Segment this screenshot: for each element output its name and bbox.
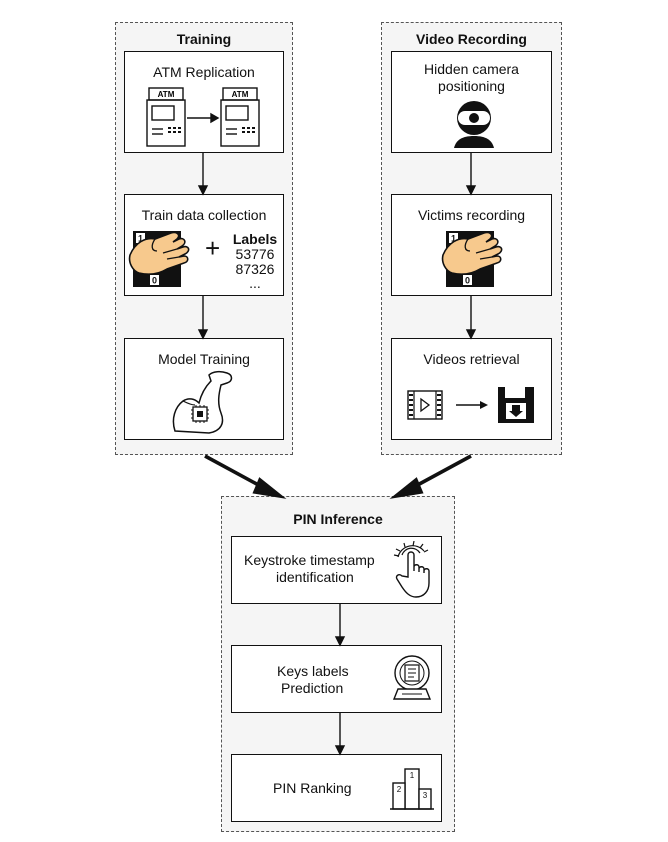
podium-icon: 1 2 3 [390,768,434,810]
key-one-text: 1 [451,234,456,244]
atm-sign-right: ATM [232,90,249,99]
podium-second: 2 [397,785,402,794]
victims-recording-step: Victims recording 1 0 [391,194,552,296]
arrowhead-training-to-pin [252,477,287,499]
model-training-step: Model Training [124,338,284,440]
victims-recording-label: Victims recording [417,207,526,223]
podium-third: 3 [423,791,428,800]
videos-retrieval-step: Videos retrieval [391,338,552,440]
training-group-title: Training [176,31,232,47]
flexed-arm-icon [172,370,233,434]
pin-inference-group-title: PIN Inference [293,511,383,527]
hidden-camera-step: Hidden camera positioning [391,51,552,153]
model-training-label: Model Training [158,351,250,367]
atm-replication-icon: ATM ATM [146,87,260,147]
hidden-camera-label-line2: positioning [438,78,505,94]
touch-finger-icon [393,541,430,598]
arrowhead-keys-labels-to-ranking [334,745,346,756]
keystroke-label-line2: identification [276,569,354,585]
keys-labels-label-line1: Keys labels [277,663,349,679]
label-ellipsis: ... [249,275,261,291]
key-zero-text: 0 [465,276,470,286]
webcam-icon [454,101,494,148]
labels-header: Labels [232,231,278,247]
keystroke-step: Keystroke timestamp identification [231,536,442,604]
key-one-text: 1 [138,234,143,244]
arrowhead-train-data-to-model [197,329,209,340]
video-to-disk-icon [407,387,534,423]
label-value: 87326 [235,261,275,277]
atm-replication-label: ATM Replication [153,64,255,80]
arrow-video-to-pin [411,454,472,490]
arrowhead-video-to-pin [389,477,424,499]
label-value: 53776 [235,246,275,262]
arrowhead-atm-to-train-data [197,185,209,196]
videos-retrieval-label: Videos retrieval [423,351,520,367]
keystroke-label-line1: Keystroke timestamp [244,552,375,568]
hand-keypad-icon: 1 0 [441,231,503,287]
keys-labels-label-line2: Prediction [281,680,344,696]
arrow-training-to-pin [204,454,265,490]
podium-first: 1 [410,771,415,780]
atm-replication-step: ATM Replication ATM ATM [124,51,284,153]
crystal-ball-prediction-icon [392,655,432,700]
arrowhead-victims-to-retrieval [465,329,477,340]
arrowhead-keystroke-to-keys-labels [334,636,346,647]
video-recording-group-title: Video Recording [416,31,527,47]
pin-ranking-step: PIN Ranking 1 2 3 [231,754,442,822]
labels-block: Labels 53776 87326 ... [227,231,283,291]
hidden-camera-label-line1: Hidden camera [424,61,519,77]
pin-ranking-label: PIN Ranking [273,780,352,796]
atm-sign-left: ATM [158,90,175,99]
keys-labels-step: Keys labels Prediction [231,645,442,713]
plus-sign: + [205,233,221,263]
key-zero-text: 0 [152,276,157,286]
train-data-collection-label: Train data collection [141,207,267,223]
train-data-collection-step: Train data collection 1 0 + Labels 53776… [124,194,284,296]
hand-keypad-icon: 1 0 [128,231,190,287]
arrowhead-camera-to-victims [465,185,477,196]
